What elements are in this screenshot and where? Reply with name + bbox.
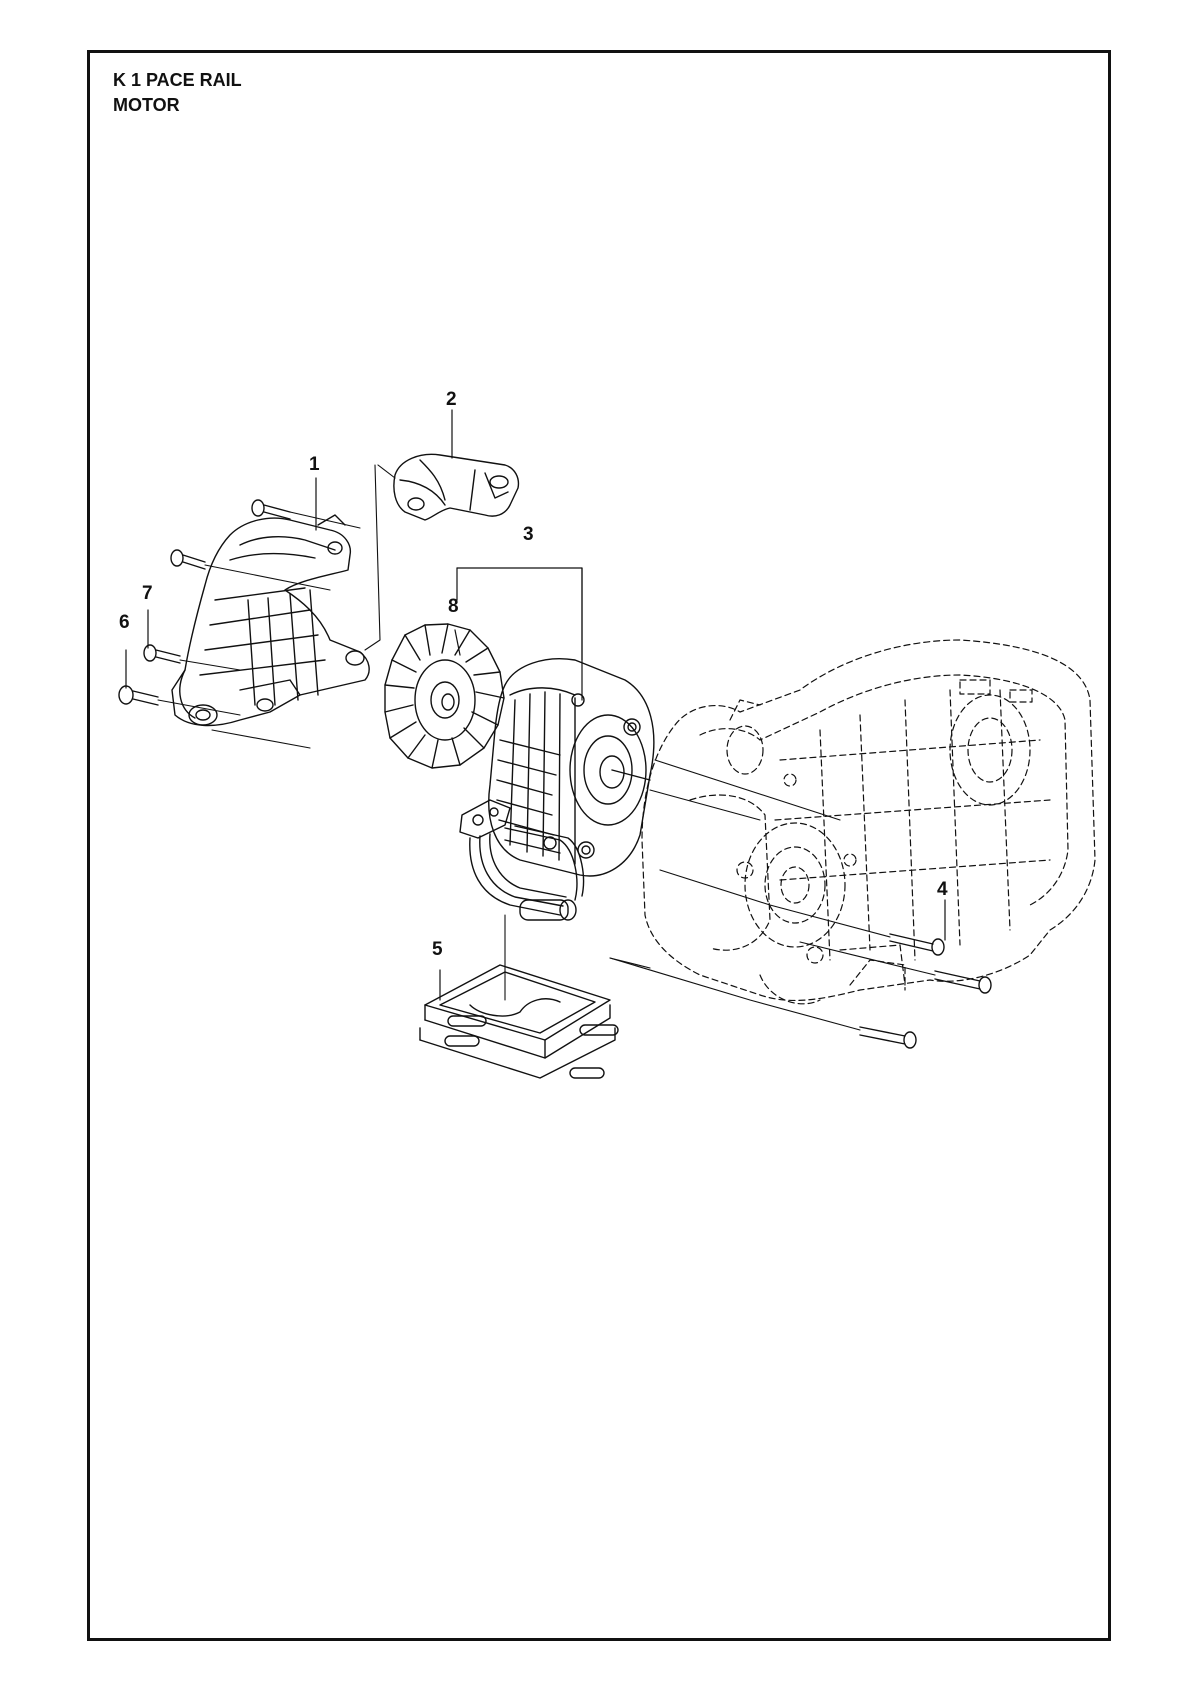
- callout-6: 6: [119, 612, 130, 633]
- fan-part: [384, 623, 505, 769]
- base-plate-part: [419, 964, 619, 1079]
- callout-leaders: [125, 409, 946, 1001]
- screw-set: [118, 499, 992, 1049]
- callout-7: 7: [142, 583, 153, 604]
- callout-4: 4: [937, 879, 948, 900]
- model-name: K 1 PACE RAIL: [113, 70, 242, 90]
- diagram-title: K 1 PACE RAIL MOTOR: [113, 68, 242, 118]
- callout-2: 2: [446, 389, 457, 410]
- page-frame: [87, 50, 1111, 1641]
- handle-cover-part: [393, 453, 520, 521]
- gear-housing-outline: [641, 639, 1096, 1005]
- motor-body-part: [488, 658, 655, 877]
- section-name: MOTOR: [113, 95, 180, 115]
- cable-bracket-part: [459, 799, 585, 921]
- motor-cover-part: [171, 514, 370, 727]
- assembly-guide-lines: [157, 464, 936, 1031]
- callout-8: 8: [448, 596, 459, 617]
- callout-5: 5: [432, 939, 443, 960]
- callout-3: 3: [523, 524, 534, 545]
- callout-1: 1: [309, 454, 320, 475]
